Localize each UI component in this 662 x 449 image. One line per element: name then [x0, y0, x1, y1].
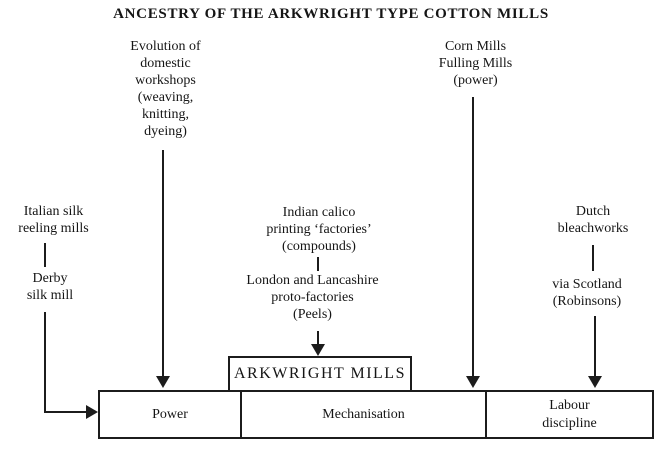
arkwright-mills-box: ARKWRIGHT MILLS	[228, 356, 412, 392]
page-title: ANCESTRY OF THE ARKWRIGHT TYPE COTTON MI…	[113, 6, 549, 22]
arrow-scotland-to-labour-line	[594, 316, 596, 376]
arrow-derby-to-box-vertical	[44, 312, 46, 413]
node-via-scotland-robinsons: via Scotland (Robinsons)	[552, 277, 622, 309]
node-italian-silk-reeling-mills: Italian silk reeling mills	[18, 204, 89, 236]
foundation-cell-power: Power	[100, 392, 242, 437]
node-london-lancashire-proto-factories: London and Lancashire proto-factories (P…	[246, 273, 379, 322]
node-indian-calico-factories: Indian calico printing ‘factories’ (comp…	[266, 205, 372, 254]
foundation-cell-labour-discipline: Labour discipline	[542, 397, 597, 431]
node-evolution-domestic-workshops: Evolution of domestic workshops (weaving…	[130, 39, 201, 139]
arrow-evolution-to-power-line	[162, 150, 164, 376]
node-dutch-bleachworks: Dutch bleachworks	[557, 204, 629, 236]
arrow-london-to-arkwright-line	[317, 331, 319, 344]
arrow-derby-to-box-head	[86, 405, 98, 419]
arrow-evolution-to-power-head	[156, 376, 170, 388]
connector-dutch-to-scotland	[592, 245, 594, 271]
arrow-corn-mills-to-mechanisation-line	[472, 97, 474, 376]
arrow-scotland-to-labour-head	[588, 376, 602, 388]
node-corn-fulling-mills: Corn Mills Fulling Mills (power)	[438, 39, 513, 88]
foundation-cell-mechanisation: Mechanisation	[242, 392, 487, 437]
arkwright-mills-label: ARKWRIGHT MILLS	[234, 365, 406, 382]
foundation-box: Power Mechanisation Labour discipline	[98, 390, 654, 439]
arrow-london-to-arkwright-head	[311, 344, 325, 356]
node-derby-silk-mill: Derby silk mill	[26, 271, 74, 303]
connector-indian-to-london	[317, 257, 319, 271]
arrow-derby-to-box-horizontal	[44, 411, 86, 413]
arrow-corn-mills-to-mechanisation-head	[466, 376, 480, 388]
connector-italian-to-derby	[44, 243, 46, 267]
